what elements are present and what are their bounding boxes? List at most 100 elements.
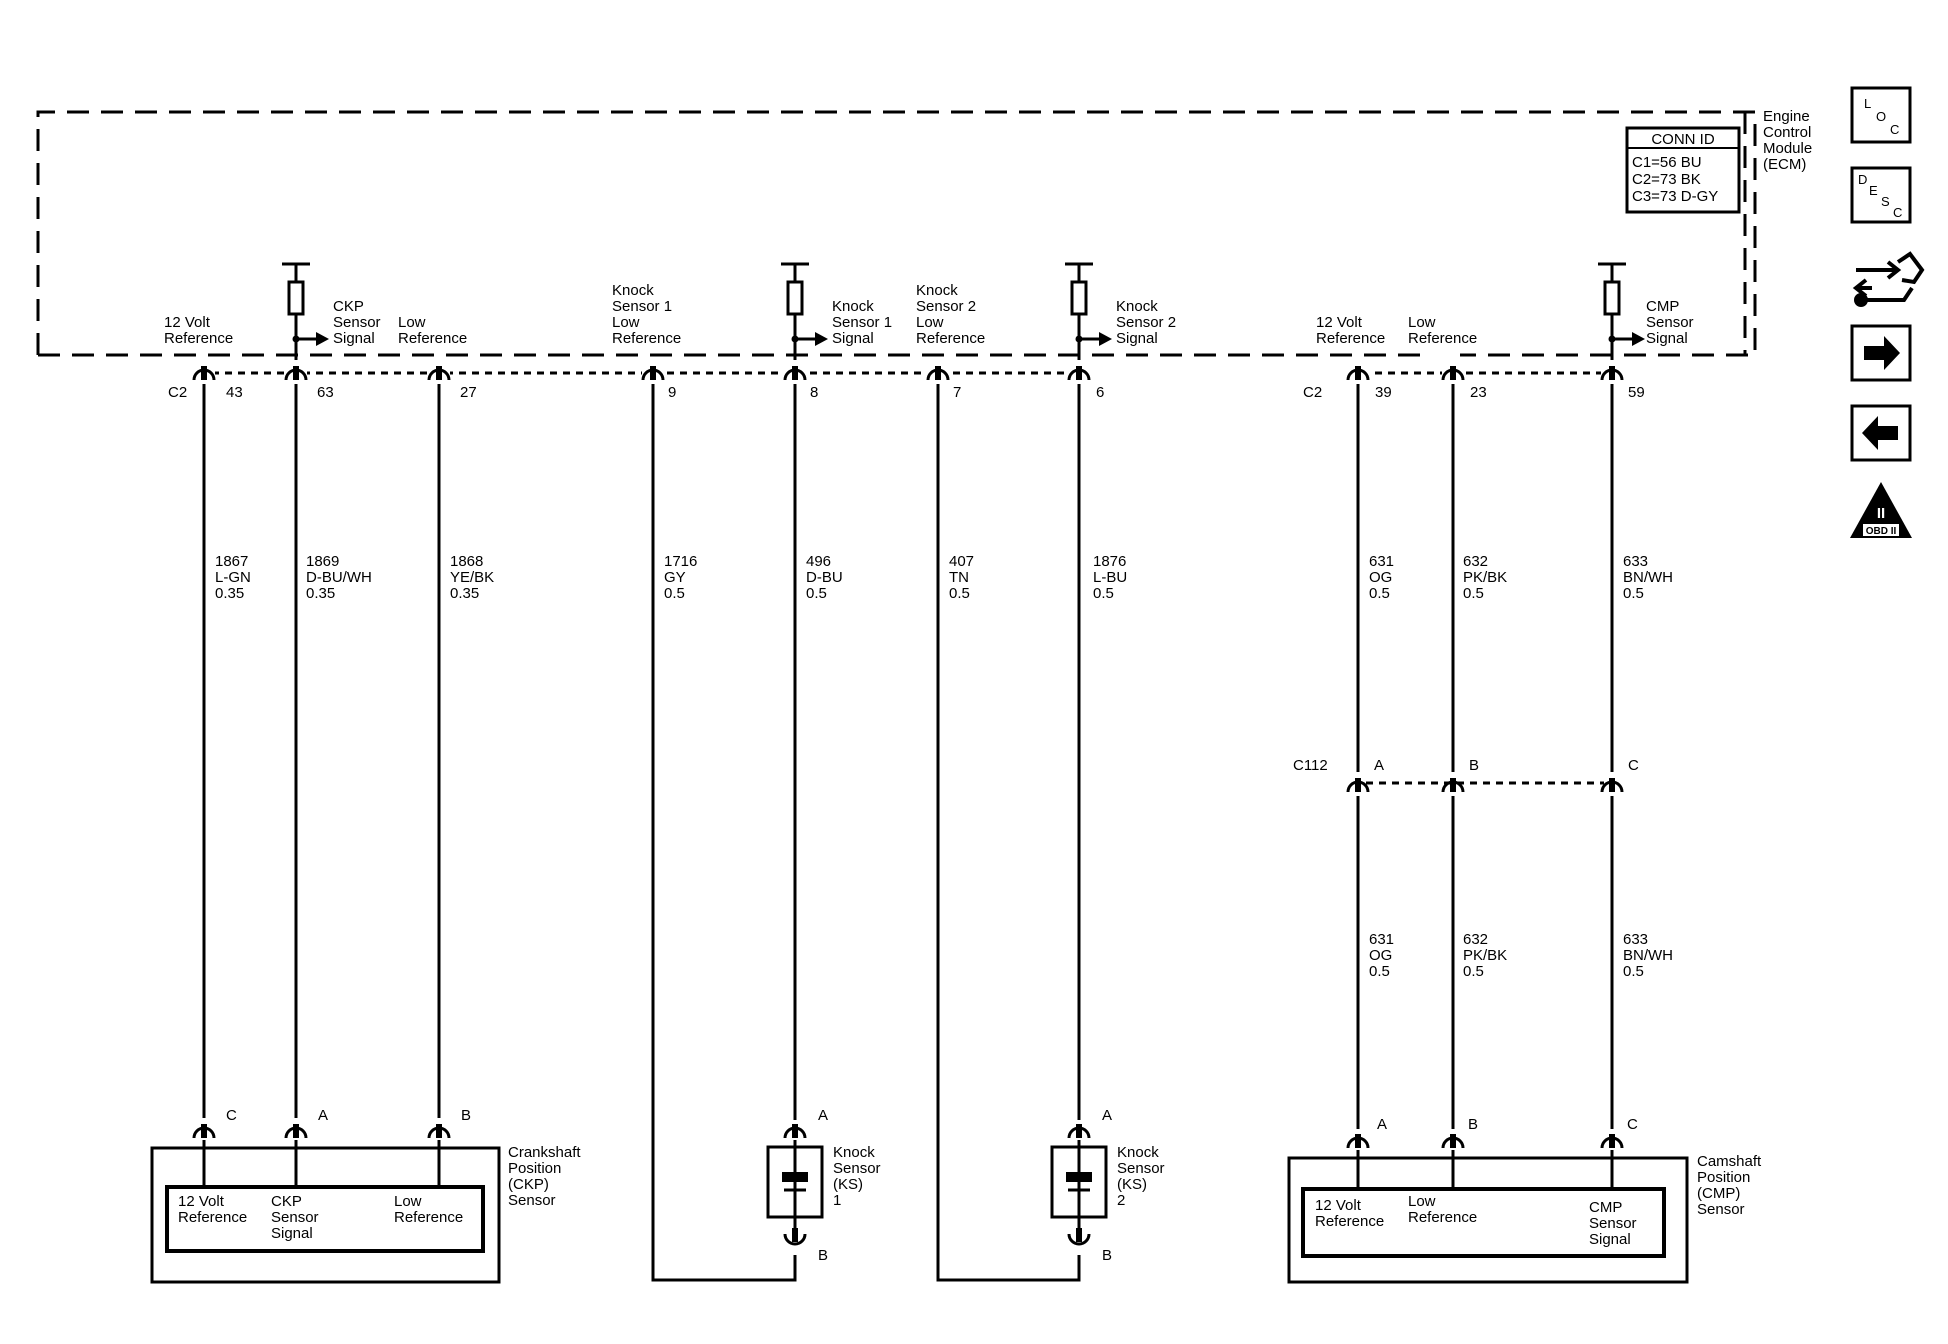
terminal-label-low-ref-cmp: Low Reference [1408,314,1477,347]
terminal-symbols [192,362,1624,1250]
svg-text:632: 632 [1463,553,1488,570]
svg-text:(CMP): (CMP) [1697,1185,1740,1202]
svg-text:631: 631 [1369,553,1394,570]
svg-text:Sensor 1: Sensor 1 [612,298,672,315]
svg-text:Sensor 2: Sensor 2 [1116,314,1176,331]
svg-text:Control: Control [1763,124,1811,141]
svg-text:L: L [1864,96,1871,111]
terminal-connector-icon [783,1120,807,1142]
svg-text:633: 633 [1623,553,1648,570]
ks2-name: Knock Sensor (KS) 2 [1117,1144,1165,1209]
svg-text:OG: OG [1369,569,1392,586]
description-icon [1850,166,1912,224]
svg-text:407: 407 [949,553,974,570]
pin-letter: A [1377,1116,1387,1133]
svg-text:Reference: Reference [1316,330,1385,347]
svg-text:Reference: Reference [164,330,233,347]
svg-text:Knock: Knock [1117,1144,1159,1161]
svg-text:Reference: Reference [398,330,467,347]
pin-letter: C [1628,757,1639,774]
terminal-label-ks2-signal: Knock Sensor 2 Signal [1116,298,1176,347]
previous-button[interactable] [1850,404,1912,462]
svg-text:Low: Low [612,314,640,331]
svg-text:Signal: Signal [271,1225,313,1242]
svg-text:Low: Low [394,1193,422,1210]
location-button[interactable]: L O C [1850,86,1912,144]
svg-text:0.5: 0.5 [1369,963,1390,980]
terminal-connector-icon [1346,362,1370,384]
pin-number: 43 [226,384,243,401]
svg-text:Camshaft: Camshaft [1697,1153,1762,1170]
svg-text:0.5: 0.5 [806,585,827,602]
svg-text:(CKP): (CKP) [508,1176,549,1193]
next-button[interactable] [1850,324,1912,382]
svg-text:Reference: Reference [1408,330,1477,347]
pin-letter: B [818,1247,828,1264]
svg-text:PK/BK: PK/BK [1463,569,1507,586]
conn-id-row: C2=73 BK [1632,171,1701,188]
svg-text:Sensor: Sensor [1646,314,1694,331]
svg-text:Reference: Reference [1315,1213,1384,1230]
svg-text:Sensor: Sensor [833,1160,881,1177]
svg-text:633: 633 [1623,931,1648,948]
svg-text:632: 632 [1463,931,1488,948]
svg-text:631: 631 [1369,931,1394,948]
ecm-module [36,110,1757,357]
terminal-connector-icon [1067,1228,1091,1250]
terminal-label-ckp-signal: CKP Sensor Signal [333,298,381,347]
terminal-connector-icon [427,362,451,384]
svg-text:(KS): (KS) [833,1176,863,1193]
svg-text:(KS): (KS) [1117,1176,1147,1193]
svg-text:L-GN: L-GN [215,569,251,586]
ecm-name: Engine Control Module (ECM) [1763,108,1812,173]
resistor-icon [1065,262,1112,360]
svg-text:TN: TN [949,569,969,586]
svg-text:2: 2 [1117,1192,1125,1209]
svg-text:Sensor: Sensor [1589,1215,1637,1232]
terminal-connector-icon [284,362,308,384]
svg-text:1867: 1867 [215,553,248,570]
pin-letter: B [1468,1116,1478,1133]
terminal-connector-icon [926,362,950,384]
resistor-icon [282,262,329,360]
pin-number: 59 [1628,384,1645,401]
svg-text:O: O [1876,109,1886,124]
svg-text:12 Volt: 12 Volt [178,1193,225,1210]
svg-text:Knock: Knock [916,282,958,299]
svg-text:12 Volt: 12 Volt [164,314,211,331]
connector-tool-button[interactable] [1852,251,1925,307]
obd-ii-button[interactable]: II OBD II [1850,482,1912,538]
pin-letter: A [1374,757,1384,774]
svg-text:496: 496 [806,553,831,570]
terminal-connector-icon [1441,774,1465,796]
svg-text:Knock: Knock [832,298,874,315]
svg-text:CKP: CKP [271,1193,302,1210]
resistor-icon [1598,262,1645,360]
conn-id-title: CONN ID [1651,131,1715,148]
svg-text:0.5: 0.5 [1463,963,1484,980]
svg-text:1869: 1869 [306,553,339,570]
ckp-sensor-name: Crankshaft Position (CKP) Sensor [508,1144,581,1209]
pin-letter: C [1627,1116,1638,1133]
connector-tool-icon [1852,251,1925,307]
pin-number: 39 [1375,384,1392,401]
svg-text:E: E [1869,183,1878,198]
svg-text:S: S [1881,194,1890,209]
description-button[interactable]: D E S C [1850,166,1912,224]
terminal-connector-icon [783,1228,807,1250]
conn-id-row: C1=56 BU [1632,154,1702,171]
svg-text:0.5: 0.5 [1369,585,1390,602]
svg-text:Signal: Signal [1116,330,1158,347]
svg-text:C: C [1893,205,1902,220]
svg-text:1: 1 [833,1192,841,1209]
pin-number: 9 [668,384,676,401]
terminal-label-ks1-low-ref: Knock Sensor 1 Low Reference [612,282,681,347]
pin-number: 6 [1096,384,1104,401]
